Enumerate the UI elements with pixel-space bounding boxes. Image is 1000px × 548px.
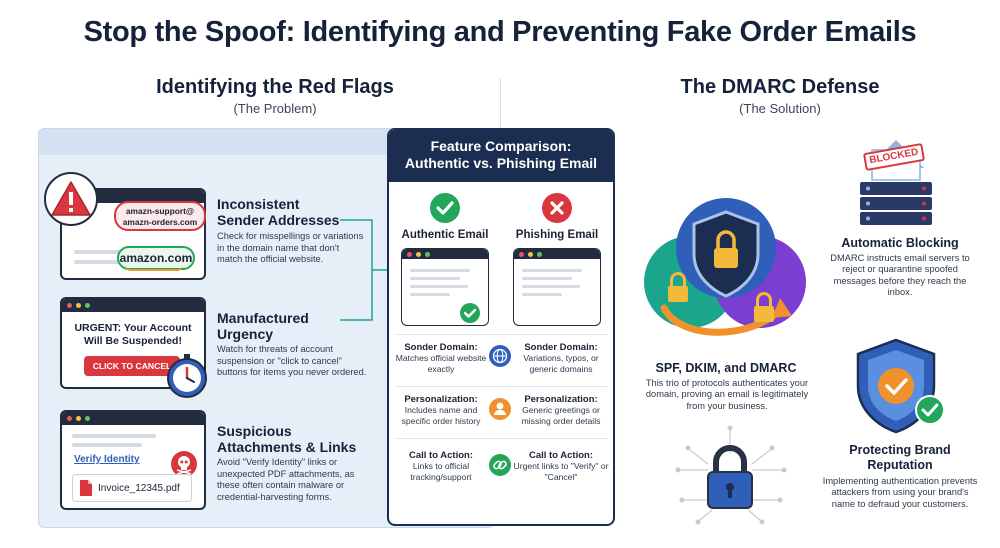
authentic-email-preview: [401, 248, 489, 326]
page-title: Stop the Spoof: Identifying and Preventi…: [83, 16, 917, 48]
feature-comparison-card: Feature Comparison: Authentic vs. Phishi…: [387, 128, 615, 526]
urgent-message: URGENT: Your Account Will Be Suspended!: [74, 322, 192, 347]
phishing-personalization-cell: Personalization: Generic greetings or mi…: [521, 394, 601, 426]
cross-circle-icon: [542, 193, 572, 223]
verified-check-icon: [460, 303, 480, 323]
warning-badge: [44, 172, 98, 226]
authentic-personalization-cell: Personalization: Includes name and speci…: [401, 394, 481, 426]
brand-shield-icon: [856, 338, 945, 434]
right-heading: The DMARC Defense: [680, 76, 880, 98]
pdf-attachment[interactable]: Invoice_12345.pdf: [72, 474, 192, 502]
connector-lines: [340, 219, 388, 321]
skull-icon: [171, 451, 197, 477]
stopwatch-icon: [167, 354, 207, 398]
phishing-email-preview: [513, 248, 601, 326]
flag-urgency-title: Manufactured Urgency: [217, 310, 309, 342]
flag-urgency-body: Watch for threats of account suspension …: [217, 344, 367, 377]
row-divider: [395, 386, 607, 387]
phishing-cta-cell: Call to Action: Urgent links to "Verify"…: [513, 450, 609, 482]
phishing-email-label: Phishing Email: [515, 229, 599, 241]
brand-smile-mark: [125, 265, 183, 271]
authentic-cta-cell: Call to Action: Links to official tracki…: [408, 450, 474, 482]
phishing-domain-cell: Sonder Domain: Variations, typos, or gen…: [523, 342, 599, 374]
flag-sender-title: Inconsistent Sender Addresses: [217, 196, 340, 228]
flag-attachments-body: Avoid "Verify Identity" links or unexpec…: [217, 457, 355, 502]
protocols-title: SPF, DKIM, and DMARC: [655, 361, 797, 375]
brand-reputation-title: Protecting Brand Reputation: [849, 443, 951, 472]
person-icon: [489, 398, 511, 420]
protocols-body: This trio of protocols authenticates you…: [645, 378, 809, 411]
flag-sender-body: Check for misspellings or variations in …: [217, 231, 364, 264]
fake-sender-address: amazn-support@ amazn-orders.com: [114, 201, 206, 231]
row-divider: [395, 334, 607, 335]
warning-icon: [51, 181, 91, 216]
flag-attachments-title: Suspicious Attachments & Links: [217, 423, 357, 455]
row-divider: [395, 438, 607, 439]
left-heading: Identifying the Red Flags: [156, 76, 394, 98]
authentic-domain-cell: Sonder Domain: Matches official website …: [395, 342, 487, 374]
link-icon: [489, 454, 511, 476]
automatic-blocking-body: DMARC instructs email servers to reject …: [830, 253, 970, 297]
verify-identity-link[interactable]: Verify Identity: [74, 454, 140, 465]
authentic-email-label: Authentic Email: [401, 229, 489, 241]
attachment-filename: Invoice_12345.pdf: [98, 482, 180, 494]
brand-reputation-body: Implementing authentication prevents att…: [822, 476, 978, 509]
automatic-blocking-title: Automatic Blocking: [841, 236, 959, 250]
section-divider: [500, 78, 501, 134]
circuit-lock-icon: [675, 425, 787, 525]
pdf-icon: [80, 480, 92, 496]
globe-icon: [489, 345, 511, 367]
right-subheading: (The Solution): [739, 101, 821, 116]
click-to-cancel-button[interactable]: CLICK TO CANCEL: [84, 356, 180, 376]
left-subheading: (The Problem): [233, 101, 317, 116]
comparison-heading: Feature Comparison: Authentic vs. Phishi…: [389, 130, 613, 182]
dmarc-shield-graphic: [644, 198, 806, 336]
check-circle-icon: [430, 193, 460, 223]
